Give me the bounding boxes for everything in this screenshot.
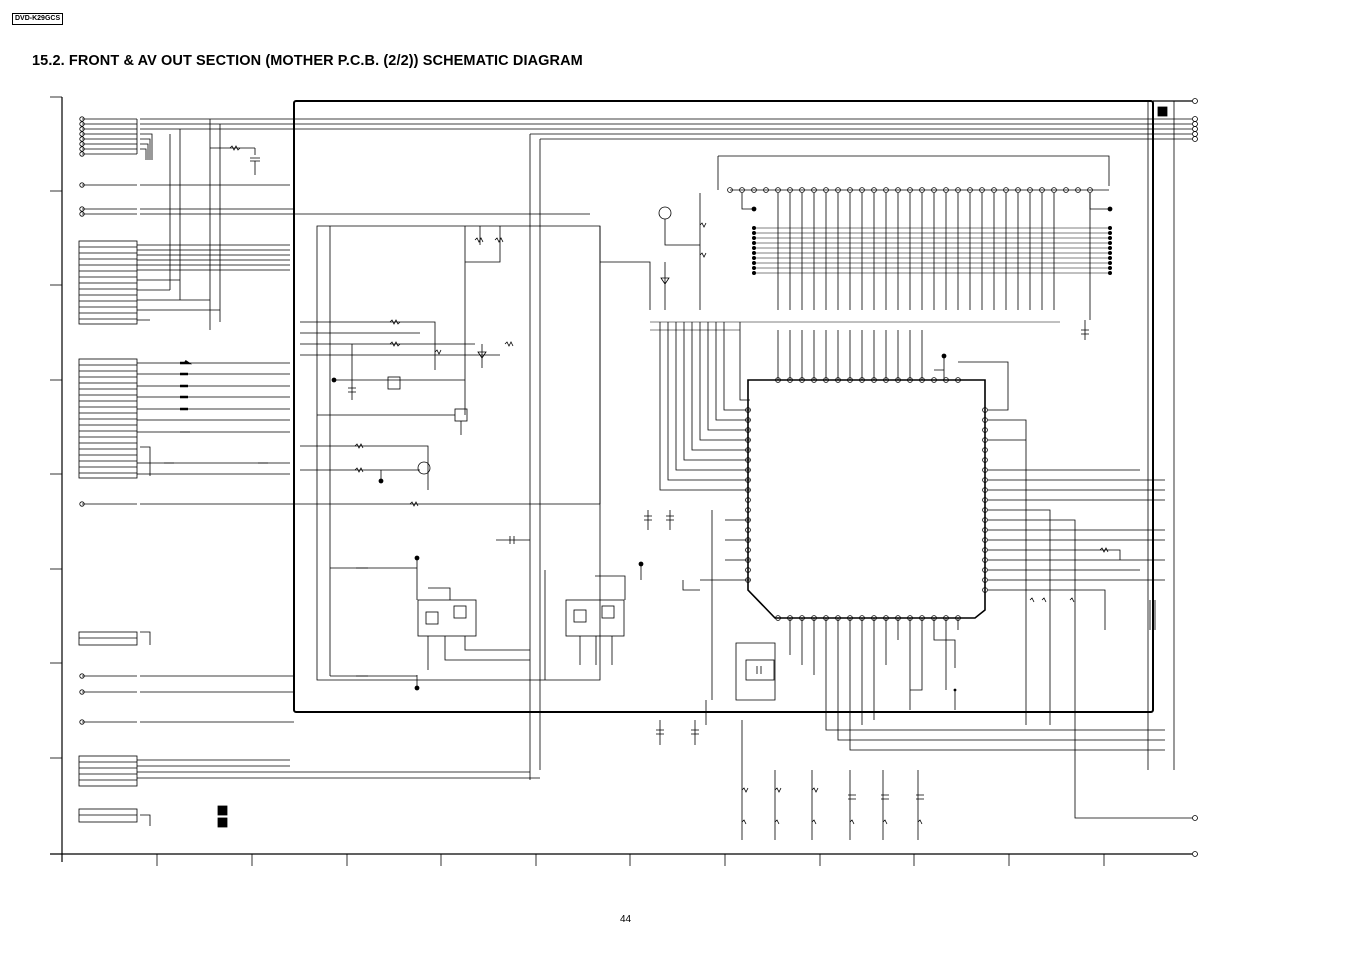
main-ic-u1 [745,353,1009,621]
page-number: 44 [620,914,632,925]
vertical-bus-lines [599,101,1149,770]
sub-board-outline [293,98,1198,770]
bottom-ic-connections [644,510,1165,840]
model-code-badge: DVD-K29GCS [12,13,64,25]
top-bus-lines [140,116,1198,780]
resistor-row [650,321,1060,491]
section-title: 15.2. FRONT & AV OUT SECTION (MOTHER P.C… [32,53,583,69]
grid-frame [50,96,1198,866]
analog-section [300,225,601,681]
display-connector [600,155,1113,340]
output-buffer-ics [329,226,644,691]
connector-block-3 [78,358,290,479]
right-side-connections [988,419,1198,821]
connector-group-top [79,116,590,330]
connector-singles [78,501,600,828]
connector-block-2 [78,240,290,325]
